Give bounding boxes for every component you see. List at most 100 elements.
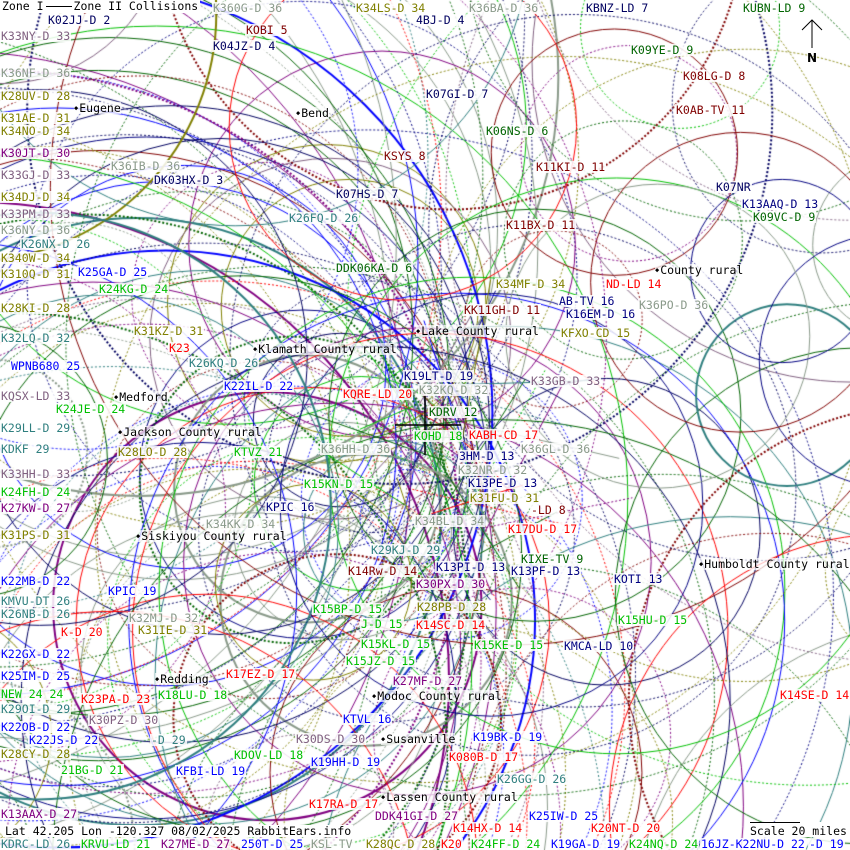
station-label[interactable]: K36GL-D 36: [520, 442, 592, 456]
station-label[interactable]: K22IL-D 22: [223, 379, 295, 393]
station-label[interactable]: KDKF 29: [0, 442, 51, 456]
station-label[interactable]: KK11GH-D 11: [463, 303, 542, 317]
station-label[interactable]: K17DU-D 17: [507, 522, 579, 536]
station-label[interactable]: K36HH-D 36: [320, 442, 392, 456]
station-label[interactable]: K28UV-D 28: [0, 89, 72, 103]
station-label[interactable]: 4BJ-D 4: [415, 13, 466, 27]
station-label[interactable]: K19GA-D 19: [550, 837, 622, 850]
station-label[interactable]: K18LU-D 18: [157, 688, 229, 702]
station-label[interactable]: K07HS-D 7: [335, 187, 400, 201]
station-label[interactable]: KUBN-LD 9: [742, 1, 807, 15]
station-label[interactable]: K13PF-D 13: [510, 564, 582, 578]
station-label[interactable]: K31PS-D 31: [0, 528, 72, 542]
station-label[interactable]: AB-TV 16: [558, 294, 616, 308]
station-label[interactable]: KMCA-LD 10: [563, 639, 635, 653]
station-label[interactable]: K-D 20: [60, 625, 104, 639]
station-label[interactable]: K0AB-TV 11: [675, 103, 747, 117]
station-label[interactable]: K27KW-D 27: [0, 501, 72, 515]
station-label[interactable]: K30DS-D 30: [295, 732, 367, 746]
station-label[interactable]: KOBI 5: [245, 23, 289, 37]
station-label[interactable]: ND-LD 14: [605, 277, 663, 291]
station-label[interactable]: 16JZ-K22NU-D 22: [700, 837, 806, 850]
station-label[interactable]: K31KZ-D 31: [133, 324, 205, 338]
station-label[interactable]: KDOV-LD 18: [233, 748, 305, 762]
station-label[interactable]: K11KI-D 11: [535, 160, 607, 174]
station-label[interactable]: K04JZ-D 4: [212, 39, 277, 53]
station-label[interactable]: K30PX-D 30: [415, 577, 487, 591]
station-label[interactable]: 3HM-D 13: [458, 449, 516, 463]
station-label[interactable]: K14Rw-D 14: [347, 564, 419, 578]
station-label[interactable]: K17RA-D 17: [308, 797, 380, 811]
station-label[interactable]: K23: [168, 341, 191, 355]
station-label[interactable]: K23PA-D 23: [80, 692, 152, 706]
station-label[interactable]: K26GG-D 26: [496, 772, 568, 786]
station-label[interactable]: K15KN-D 15: [303, 477, 375, 491]
station-label[interactable]: K15KE-D 15: [473, 638, 545, 652]
station-label[interactable]: K34BL-D 34: [414, 514, 486, 528]
station-label[interactable]: K15BP-D 15: [312, 602, 384, 616]
station-label[interactable]: KRVU-LD 21: [80, 837, 152, 850]
station-label[interactable]: KSYS 8: [383, 149, 427, 163]
station-label[interactable]: K24FF-D 24: [470, 837, 542, 850]
station-label[interactable]: K360G-D 36: [212, 1, 284, 15]
station-label[interactable]: K15HU-D 15: [617, 613, 689, 627]
station-label[interactable]: K34LS-D 34: [355, 1, 427, 15]
station-label[interactable]: K33GJ-D 33: [0, 168, 72, 182]
station-label[interactable]: K31IE-D 31: [137, 623, 209, 637]
station-label[interactable]: K19LT-D 19: [403, 369, 475, 383]
station-label[interactable]: K28KI-D 28: [0, 301, 72, 315]
station-label[interactable]: KPIC 16: [265, 500, 316, 514]
station-label[interactable]: K30PZ-D 30: [88, 713, 160, 727]
station-label[interactable]: K17EZ-D 17: [225, 667, 297, 681]
station-label[interactable]: K15KL-D 15: [360, 637, 432, 651]
station-label[interactable]: K34KK-D 34: [205, 517, 277, 531]
station-label[interactable]: KMVU-DT 26: [0, 594, 72, 608]
station-label[interactable]: K26NB-D 26: [0, 607, 72, 621]
station-label[interactable]: K07GI-D 7: [425, 87, 490, 101]
station-label[interactable]: K32NR-D 32: [457, 463, 529, 477]
station-label[interactable]: K26KQ-D 26: [188, 356, 260, 370]
station-label[interactable]: K22JS-D 22: [28, 733, 100, 747]
station-label[interactable]: J-D 15: [360, 617, 404, 631]
station-label[interactable]: K16EM-D 16: [565, 307, 637, 321]
station-label[interactable]: KOTI 13: [613, 572, 664, 586]
station-label[interactable]: DK03HX-D 3: [153, 173, 225, 187]
station-label[interactable]: K310Q-D 31: [0, 267, 72, 281]
station-label[interactable]: KFXO-CD 15: [560, 326, 632, 340]
station-label[interactable]: -D 29: [150, 733, 187, 747]
station-label[interactable]: K11BX-D 11: [505, 218, 577, 232]
station-label[interactable]: K24NQ-D 24: [628, 837, 700, 850]
station-label[interactable]: DDK41GI-D 27: [374, 809, 460, 823]
station-label[interactable]: NEW 24 24: [0, 687, 65, 701]
station-label[interactable]: K22MB-D 22: [0, 574, 72, 588]
station-label[interactable]: K36BA-D 36: [468, 1, 540, 15]
station-label[interactable]: KSL-TV: [310, 837, 354, 850]
station-label[interactable]: K13AAX-D 27: [0, 807, 79, 821]
station-label[interactable]: K14SE-D 14: [779, 688, 850, 702]
station-label[interactable]: K25GA-D 25: [77, 265, 149, 279]
station-label[interactable]: KDRC-LD 26: [0, 837, 72, 850]
station-label[interactable]: K27MF-D 27: [392, 674, 464, 688]
station-label[interactable]: K28LO-D 28: [117, 445, 189, 459]
station-label[interactable]: K340W-D 34: [0, 251, 72, 265]
station-label[interactable]: K36NF-D 36: [0, 66, 72, 80]
station-label[interactable]: K22GX-D 22: [0, 647, 72, 661]
station-label[interactable]: K24KG-D 24: [98, 282, 170, 296]
station-label[interactable]: K15JZ-D 15: [345, 654, 417, 668]
station-label[interactable]: K33NY-D 33: [0, 29, 72, 43]
station-label[interactable]: K24JE-D 24: [55, 402, 127, 416]
station-label[interactable]: K33GB-D 33: [530, 374, 602, 388]
station-label[interactable]: K28PB-D 28: [416, 600, 488, 614]
station-label[interactable]: KFBI-LD 19: [175, 764, 247, 778]
station-label[interactable]: K28QC-D 28: [365, 837, 437, 850]
station-label[interactable]: K19BK-D 19: [472, 730, 544, 744]
station-label[interactable]: K02JJ-D 2: [47, 13, 112, 27]
station-label[interactable]: K29OI-D 29: [0, 702, 72, 716]
station-label[interactable]: K32MJ-D 32: [128, 611, 200, 625]
station-label[interactable]: K31AE-D 31: [0, 111, 72, 125]
station-label[interactable]: K32LQ-D 32: [0, 331, 72, 345]
station-label[interactable]: KQSX-LD 33: [0, 389, 72, 403]
station-label[interactable]: 21BG-D 21: [60, 763, 125, 777]
station-label[interactable]: K07NR: [715, 180, 752, 194]
